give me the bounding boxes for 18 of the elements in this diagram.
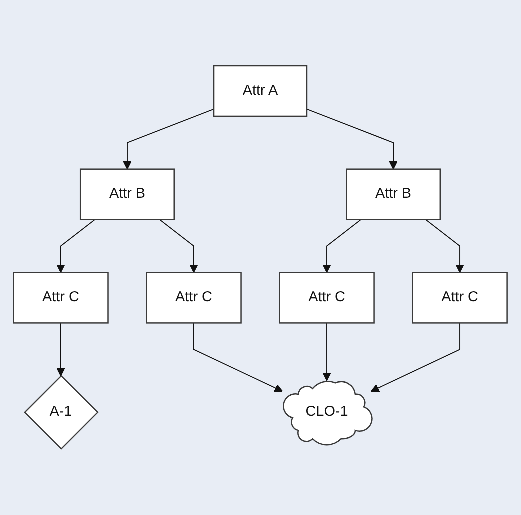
arrow xyxy=(426,219,464,274)
node-box: Attr C xyxy=(412,272,508,324)
node-diamond: A-1 xyxy=(24,375,99,450)
arrow xyxy=(370,322,460,392)
node-box: Attr B xyxy=(80,168,175,220)
arrow xyxy=(322,219,362,274)
node-box: Attr C xyxy=(279,272,375,324)
arrow xyxy=(306,108,398,170)
arrow xyxy=(159,219,198,274)
arrow xyxy=(322,322,332,382)
node-box: Attr C xyxy=(13,272,109,324)
arrow xyxy=(194,322,284,392)
node-box: Attr C xyxy=(146,272,242,324)
arrow xyxy=(56,322,66,376)
arrow xyxy=(56,219,96,274)
arrow xyxy=(123,108,214,170)
node-box: Attr B xyxy=(346,168,442,220)
node-box: Attr A xyxy=(213,65,308,118)
